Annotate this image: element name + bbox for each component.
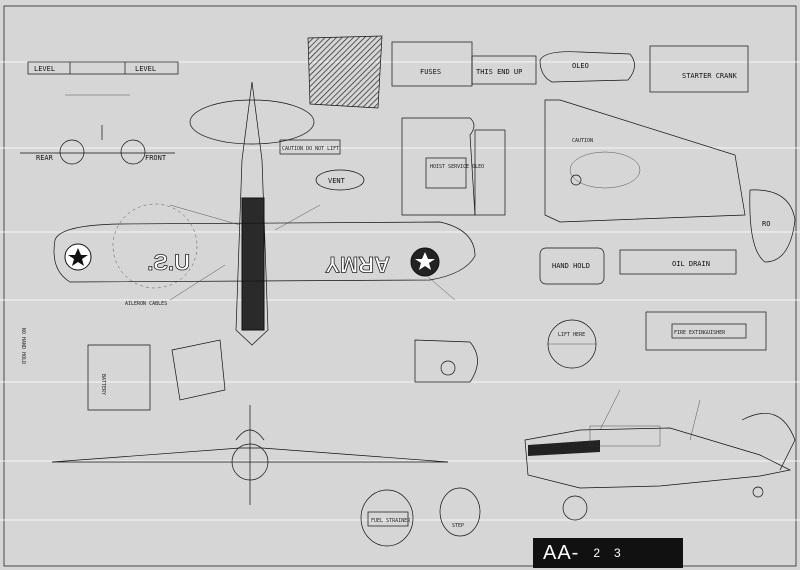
aircraft-front-view [51, 405, 449, 505]
fuel-strainer-stencil: FUEL STRAINER [360, 489, 414, 547]
drawing-code: AA- [543, 541, 580, 564]
wing-marking-left: U.S. [147, 250, 190, 275]
aileron-cables-tag: AILERON CABLES [125, 301, 167, 307]
leader-lines [169, 204, 701, 441]
sheet-number-2: 3 [614, 546, 621, 560]
level-label-1: LEVEL [34, 65, 55, 73]
fire-extinguisher-label: FIRE EXTINGUISHER [674, 330, 726, 336]
level-label-2: LEVEL [135, 65, 156, 73]
step-label: STEP [452, 523, 464, 529]
ro-label: RO [762, 220, 770, 228]
sheet-border [3, 5, 797, 567]
hand-hold-stencil: HAND HOLD [539, 247, 605, 285]
lift-here-label: LIFT HERE [558, 332, 585, 338]
hoist-panel: HOIST SERVICE OLEO [401, 117, 506, 216]
this-end-up-label: THIS END UP [476, 68, 522, 76]
front-label: FRONT [145, 154, 167, 162]
starter-crank-stencil: STARTER CRANK [649, 45, 749, 93]
battery-label: BATTERY [100, 374, 106, 395]
fuses-label: FUSES [420, 68, 441, 76]
scan-streaks [0, 61, 800, 521]
ro-stencil: RO [749, 189, 796, 263]
rear-front-group: REAR FRONT [20, 125, 175, 165]
hatched-panel [307, 35, 383, 109]
fire-extinguisher-stencil: FIRE EXTINGUISHER [645, 311, 767, 351]
oleo-label: OLEO [572, 62, 589, 70]
fuel-port [414, 339, 478, 383]
step-stencil: STEP [439, 487, 481, 537]
fuel-strainer-label: FUEL STRAINER [371, 518, 411, 524]
rear-label: REAR [36, 154, 54, 162]
oleo-stencil: OLEO [539, 51, 635, 83]
vent-label: VENT [328, 177, 346, 185]
vent-stencil: VENT [315, 169, 365, 191]
no-hand-hold-label: NO HAND HOLD [20, 328, 26, 364]
caution-do-not-lift-tag: CAUTION DO NOT LIFT [279, 139, 341, 155]
aircraft-side-view [524, 412, 796, 521]
hoist-label: HOIST SERVICE OLEO [430, 164, 484, 170]
starter-crank-label: STARTER CRANK [682, 72, 738, 80]
fin-panel: CAUTION [544, 99, 746, 223]
wing-marking-right: ARMY [325, 252, 390, 277]
fuses-stencil: FUSES [391, 41, 473, 87]
no-hand-hold-tag: NO HAND HOLD [20, 328, 26, 364]
aileron-cables-label: AILERON CABLES [125, 301, 167, 307]
caution-label: CAUTION [572, 138, 593, 144]
oil-drain-stencil: OIL DRAIN [619, 249, 737, 275]
aircraft-plan-view: U.S. ARMY [53, 81, 476, 346]
oil-drain-label: OIL DRAIN [672, 260, 710, 268]
title-block: AA- 2 3 [533, 538, 683, 568]
lift-here-stencil: LIFT HERE [547, 319, 597, 369]
sheet-number-1: 2 [593, 546, 601, 560]
hand-hold-label: HAND HOLD [552, 262, 590, 270]
this-end-up-stencil: THIS END UP [471, 55, 537, 85]
battery-panel: BATTERY [87, 339, 226, 411]
caution-lift-label: CAUTION DO NOT LIFT [282, 146, 339, 152]
level-marker-group: LEVEL LEVEL [27, 61, 179, 96]
